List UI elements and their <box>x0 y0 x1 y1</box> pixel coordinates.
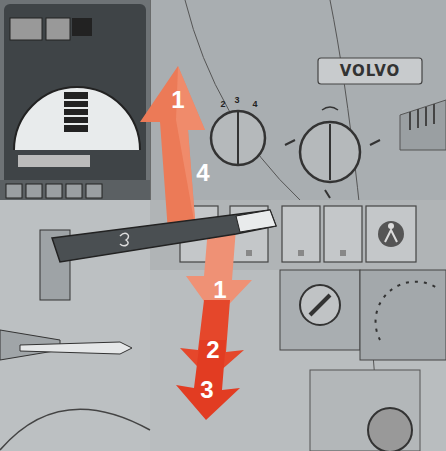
callout-number: 3 <box>200 378 213 402</box>
dial-number: 2 <box>220 100 225 109</box>
callout-number: 1 <box>213 278 226 302</box>
brand-badge: VOLVO <box>340 64 401 79</box>
dial-number: 3 <box>234 96 239 105</box>
callout-number: 2 <box>206 338 219 362</box>
callout-number: 4 <box>196 161 209 185</box>
callout-number: 1 <box>171 88 184 112</box>
dial-number: 4 <box>252 100 257 109</box>
